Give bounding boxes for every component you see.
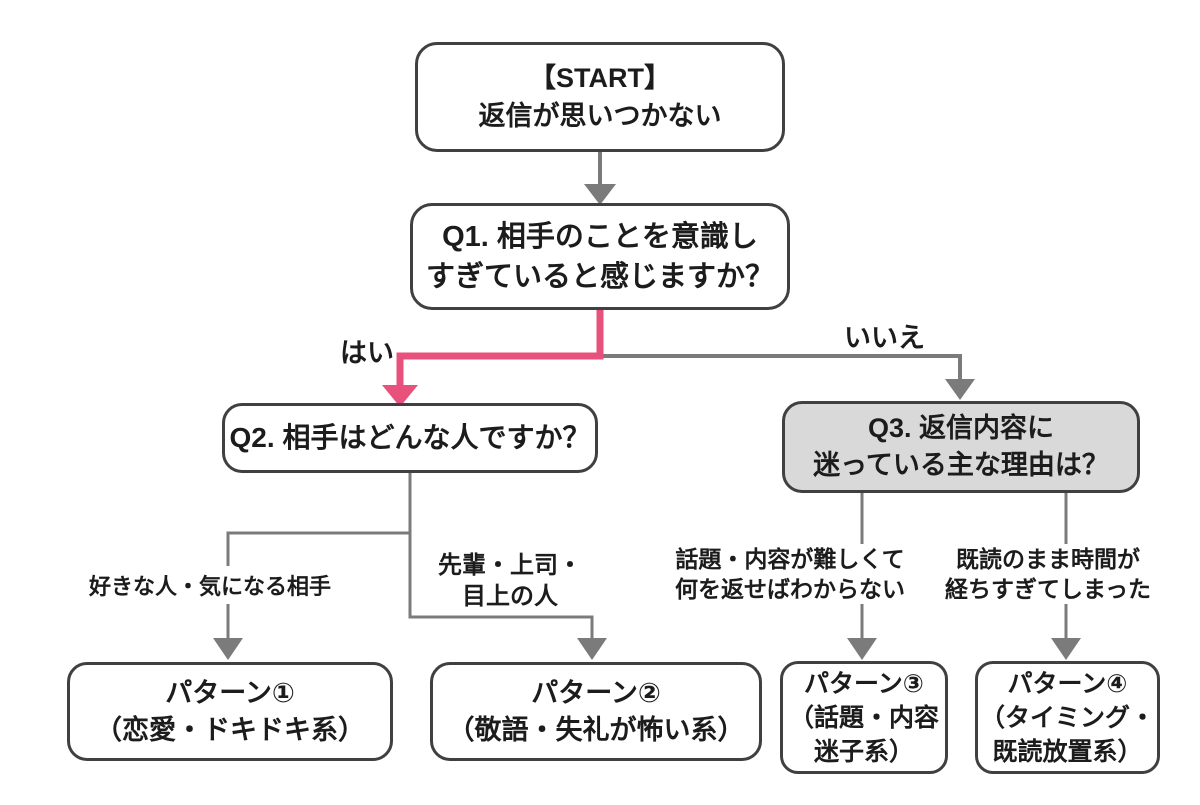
start-node-line2: 返信が思いつかない: [478, 101, 722, 131]
pattern3-node-line2: （話題・内容: [788, 703, 939, 732]
edge-label-q2-right: 先輩・上司・ 目上の人: [428, 550, 592, 612]
pattern2-node: パターン② （敬語・失礼が怖い系）: [430, 662, 762, 761]
pattern4-node: パターン④ （タイミング・ 既読放置系）: [975, 661, 1160, 774]
arrowhead-p4: [1051, 638, 1081, 660]
pattern2-node-line1: パターン②: [531, 677, 661, 708]
start-node: 【START】 返信が思いつかない: [415, 42, 785, 152]
q2-node: Q2. 相手はどんな人ですか？: [222, 403, 598, 473]
edge-label-q2-right-line1: 先輩・上司・: [438, 552, 582, 579]
pattern2-node-line2: （敬語・失礼が怖い系）: [447, 714, 745, 745]
connector-q2-p2: [408, 533, 607, 660]
pattern1-node: パターン① （恋愛・ドキドキ系）: [67, 662, 393, 761]
start-node-line1: 【START】: [529, 63, 671, 93]
q3-node-line1: Q3. 返信内容に: [867, 413, 1055, 443]
edge-label-q3-right-line1: 既読のまま時間が: [956, 546, 1140, 572]
q1-node-line2: すぎていると感じますか？: [425, 260, 774, 293]
arrowhead-q2: [382, 385, 418, 407]
connector-q1-q3-no: [600, 354, 975, 400]
q3-node: Q3. 返信内容に 迷っている主な理由は？: [782, 401, 1140, 493]
pattern4-node-line2: （タイミング・: [979, 703, 1155, 732]
edge-label-no: いいえ: [844, 323, 925, 353]
pattern1-node-line1: パターン①: [165, 677, 295, 708]
pattern3-node-line1: パターン③: [804, 669, 924, 698]
arrowhead-q1: [584, 184, 616, 205]
arrowhead-q3: [945, 379, 975, 400]
arrowhead-p1: [213, 638, 243, 660]
edge-label-q2-left: 好きな人・気になる相手: [78, 566, 342, 604]
q1-node-line1: Q1. 相手のことを意識し: [442, 220, 758, 253]
pattern1-node-line2: （恋愛・ドキドキ系）: [95, 714, 365, 745]
q2-node-line1: Q2. 相手はどんな人ですか？: [229, 422, 591, 453]
q3-node-line2: 迷っている主な理由は？: [813, 450, 1109, 480]
edge-label-q3-left-line2: 何を返せばわからない: [675, 576, 905, 602]
connector-start-q1: [584, 152, 616, 205]
pattern4-node-line3: 既読放置系）: [992, 737, 1143, 766]
edge-label-q3-left: 話題・内容が難しくて 何を返せばわからない: [665, 544, 915, 604]
connector-q1-q2-yes: [382, 310, 604, 407]
edge-label-yes: はい: [340, 338, 394, 368]
arrowhead-p3: [847, 638, 877, 660]
pattern3-node: パターン③ （話題・内容 迷子系）: [780, 661, 948, 774]
q1-node: Q1. 相手のことを意識し すぎていると感じますか？: [410, 203, 790, 310]
edge-label-q3-right-line2: 経ちすぎてしまった: [944, 576, 1152, 602]
pattern3-node-line3: 迷子系）: [813, 737, 914, 766]
edge-label-q3-right: 既読のまま時間が 経ちすぎてしまった: [923, 544, 1173, 604]
edge-label-q3-left-line1: 話題・内容が難しくて: [675, 546, 905, 572]
pattern4-node-line1: パターン④: [1007, 669, 1128, 698]
arrowhead-p2: [577, 638, 607, 660]
edge-label-q2-right-line2: 目上の人: [462, 583, 558, 610]
